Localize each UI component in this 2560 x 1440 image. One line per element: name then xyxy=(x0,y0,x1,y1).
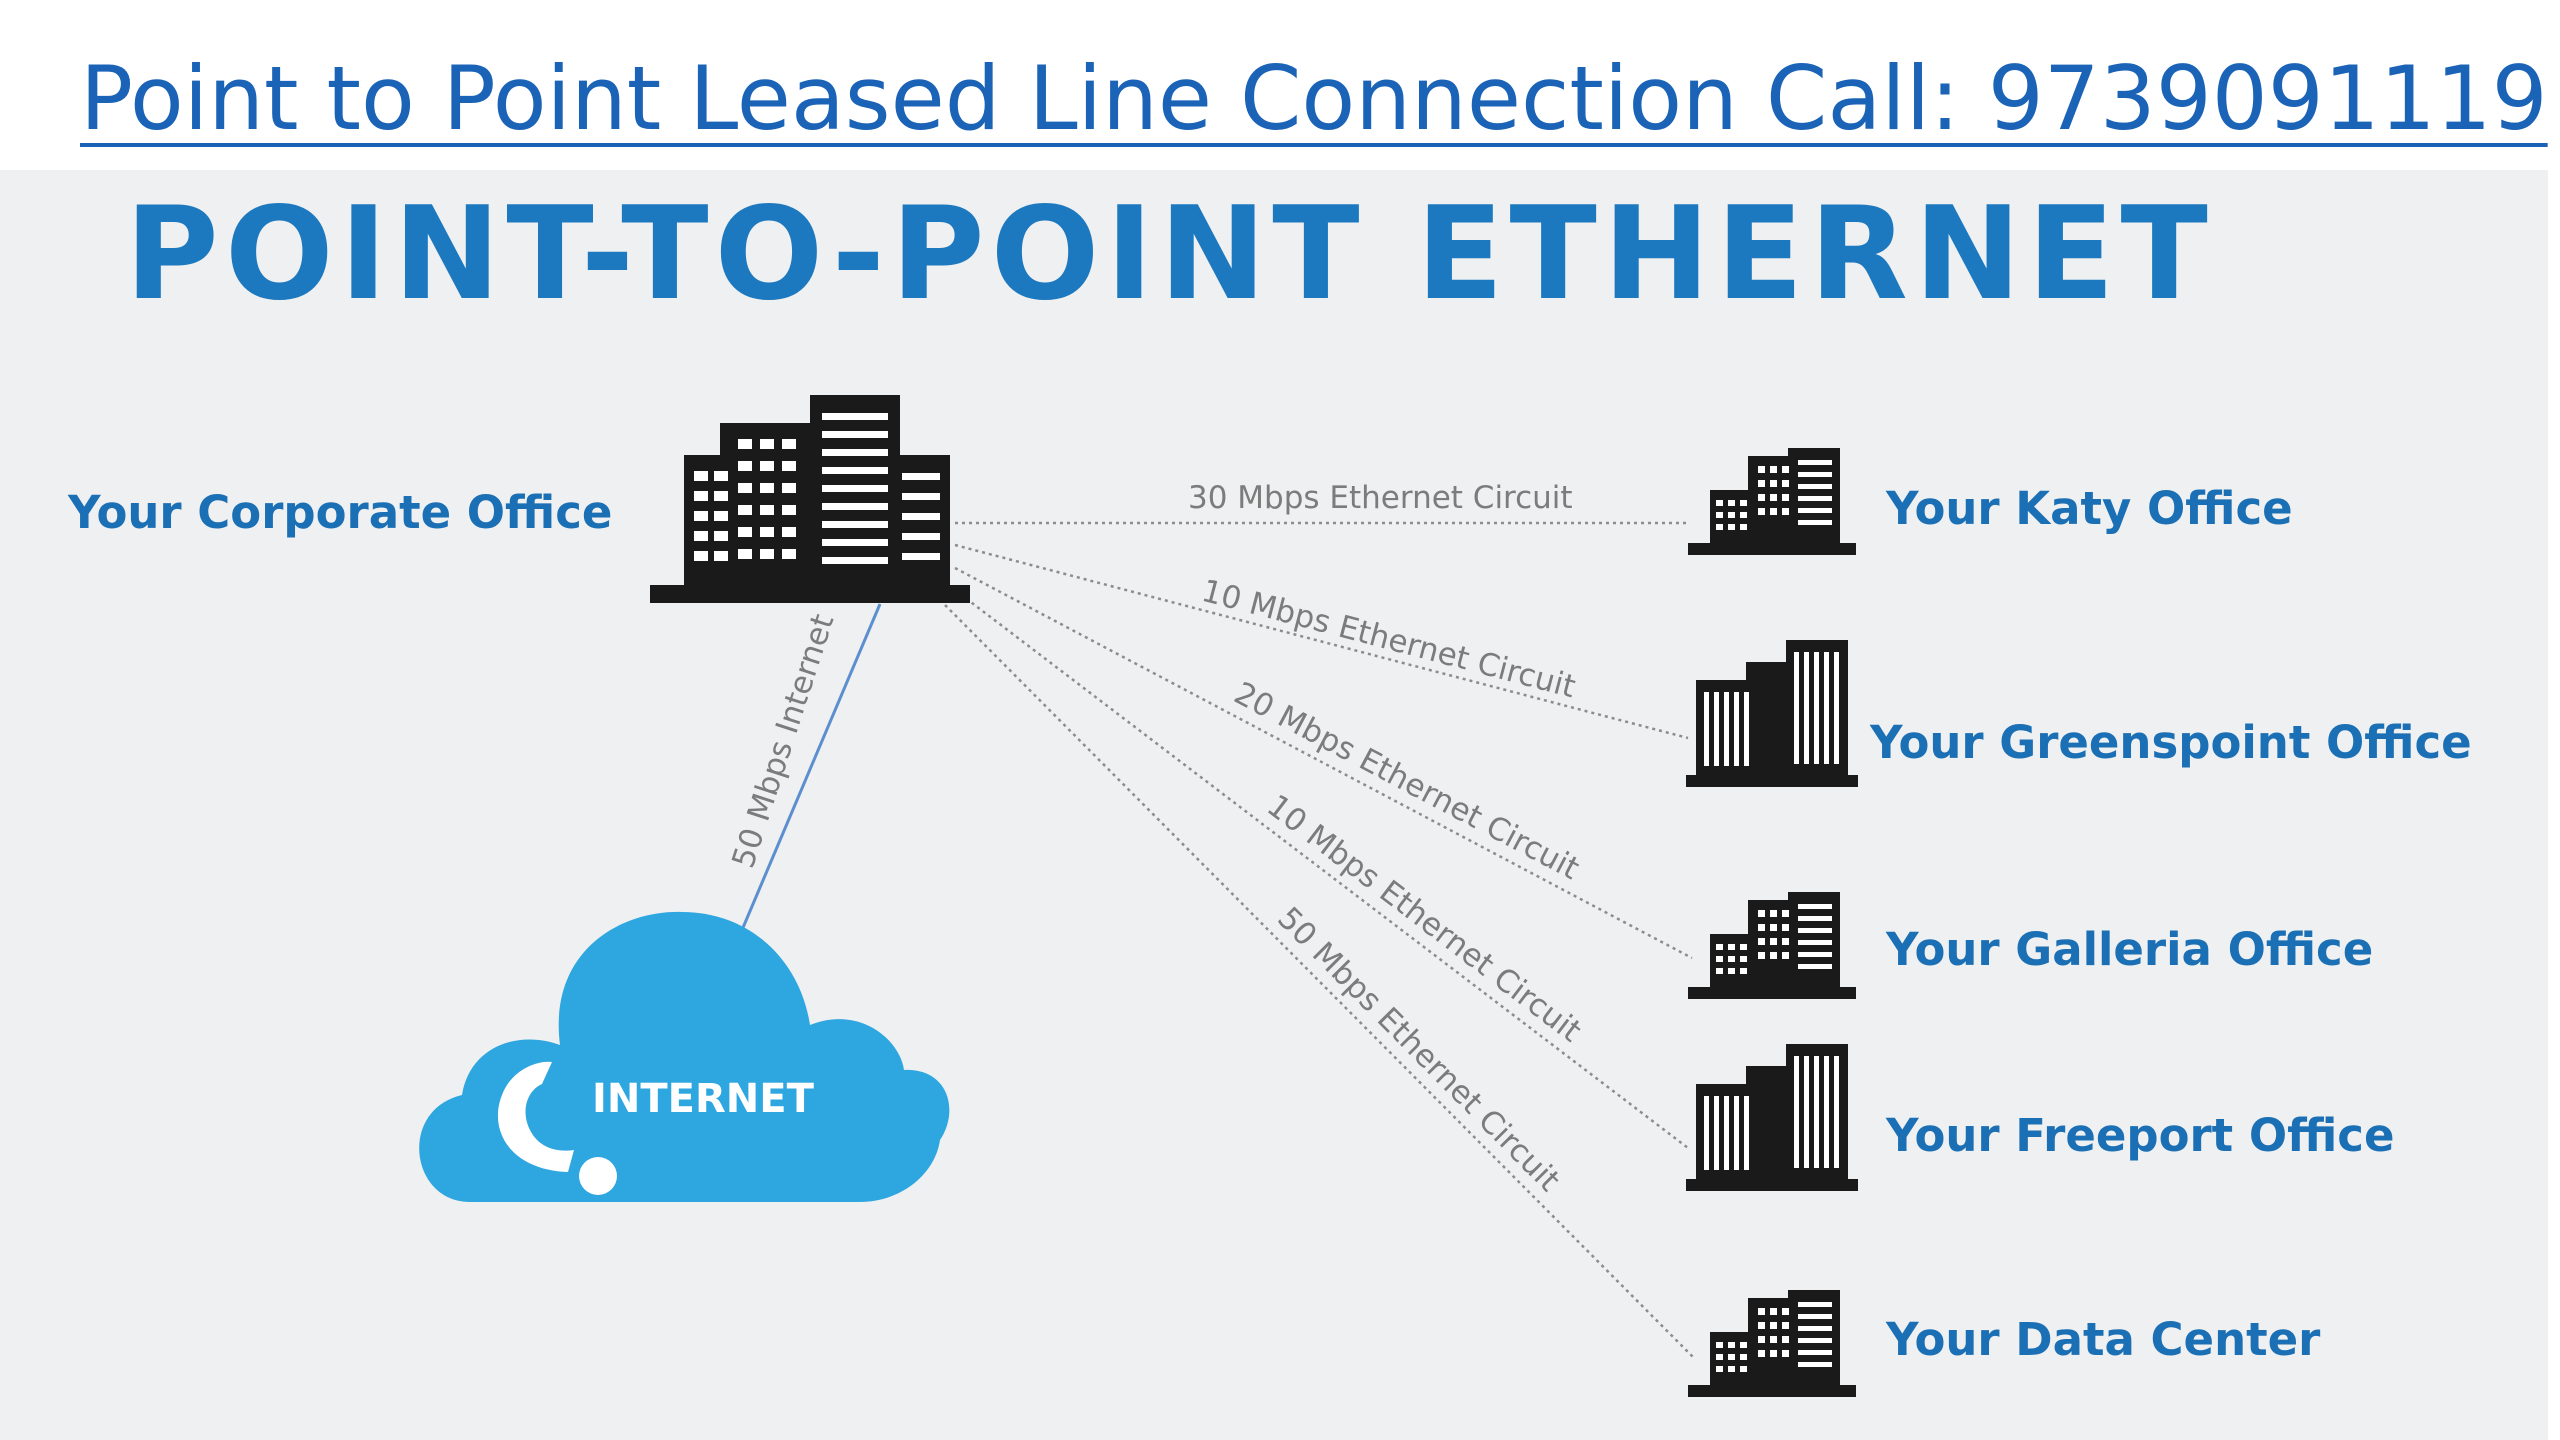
circuit-line-datacenter xyxy=(944,604,1695,1359)
cloud-icon: INTERNET xyxy=(419,911,950,1202)
header-link[interactable]: Point to Point Leased Line Connection Ca… xyxy=(80,47,2548,150)
office-label-greenspoint: Your Greenspoint Office xyxy=(1870,716,2472,769)
circuit-line-galleria xyxy=(954,566,1693,960)
twin-building-icon xyxy=(1686,640,1858,787)
circuit-line-greenspoint xyxy=(954,543,1689,740)
circuit-label-galleria: 20 Mbps Ethernet Circuit xyxy=(1228,675,1585,887)
panel-edge xyxy=(2548,170,2560,1440)
twin-building-icon xyxy=(1686,1044,1858,1191)
building-icon xyxy=(1688,448,1856,555)
office-label-katy: Your Katy Office xyxy=(1886,482,2293,535)
office-label-freeport: Your Freeport Office xyxy=(1886,1109,2395,1162)
diagram-heading: POINT-TO-POINT ETHERNET xyxy=(125,180,2214,329)
corporate-office-label: Your Corporate Office xyxy=(68,486,613,539)
circuit-label-datacenter: 50 Mbps Ethernet Circuit xyxy=(1270,900,1567,1198)
diagram-panel xyxy=(0,170,2548,1440)
office-label-datacenter: Your Data Center xyxy=(1886,1313,2321,1366)
tall-building-icon xyxy=(650,395,970,603)
internet-link xyxy=(740,603,882,931)
cloud-label: INTERNET xyxy=(592,1076,815,1122)
building-icon xyxy=(1688,892,1856,999)
office-label-galleria: Your Galleria Office xyxy=(1886,923,2374,976)
building-icon xyxy=(1688,1290,1856,1397)
circuit-label-katy: 30 Mbps Ethernet Circuit xyxy=(1188,480,1573,516)
